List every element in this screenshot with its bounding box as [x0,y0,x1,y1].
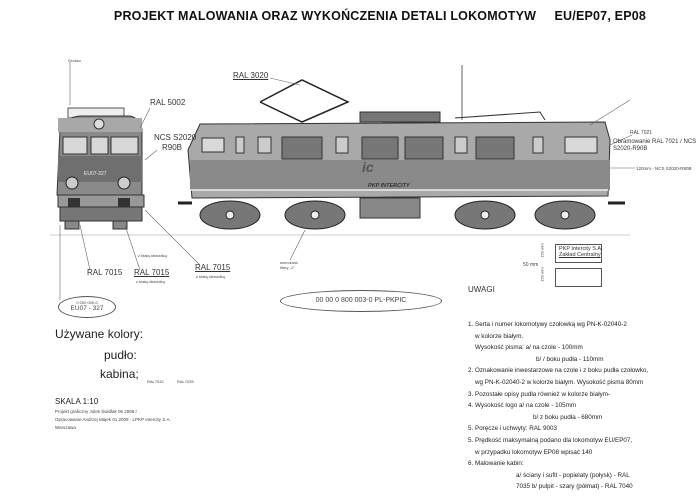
note-line: 5. Prędkość maksymalną podano dla lokomo… [468,436,633,444]
label-grosso: Grosso [68,58,81,63]
colors-body: pudło: [104,348,137,362]
label-letter-width: szerokość litery „1” [280,260,299,270]
front-oval-bottom: EU07 - 327 [70,305,104,312]
colors-cab: kabina; [100,367,139,381]
credits: Projekt graficzny Jolek Świdlak 06 2008 … [55,408,171,432]
note-line: 7035 b/ pulpit - szary (półmat) - RAL 70… [516,483,633,491]
title-text: PROJEKT MALOWANIA ORAZ WYKOŃCZENIA DETAL… [113,9,537,23]
label-ncs-s2020: NCS S2020 [154,133,197,142]
note-line: 5. Poręcze i uchwyty: RAL 9003 [468,425,558,433]
title-models: EU/EP07, EP08 [554,9,647,23]
side-number-oval: 00 00 0 800 003-0 PL-PKPIC [280,290,442,312]
credit-line: Projekt graficzny Jolek Świdlak 06 2008 … [55,409,138,414]
label-120mm: 120mm - NCS S2020-R80B [636,166,692,171]
front-number-oval: 0 000 000-0 EU07 - 327 [58,296,116,318]
plate-line-1: PKP Intercity S.A. [559,246,603,252]
note-line: 2. Oznakowanie inwestarzowe na czole i z… [468,367,649,375]
label-ral-7015-c-note: z białą obwódką [196,274,225,279]
page-title: PROJEKT MALOWANIA ORAZ WYKOŃCZENIA DETAL… [0,9,700,23]
notes-list: 1. Serta i numer lokomotywy czołowką wg … [468,319,648,493]
note-line: a/ ściany i sufit - popielaty (połysk) -… [516,471,630,479]
plate-line-2: Zakład Centralny [559,252,601,258]
credit-line: Warszawa [55,425,76,430]
note-line: Wysokość pisma: a/ na czole - 100mm [475,344,583,352]
label-ral-5002: RAL 5002 [150,98,186,107]
label-right-note: Obramowanie RAL 7021 / NCS S2020-R90B [613,139,697,152]
note-line: b/ / boku pudła - 110mm [536,355,604,363]
note-line: 1. Serta i numer lokomotywy czołowką wg … [468,321,627,328]
note-line: b/ z boku pudła - 680mm [533,413,603,421]
label-ral-7015-b: RAL 7015 [134,268,170,277]
side-logo: PKP INTERCITY [368,183,411,189]
colors-heading: Używane kolory: [55,327,144,341]
front-number: EU07-327 [84,171,107,177]
label-ral-7015-b-note: z białą obwódką [136,279,165,284]
plate-box-empty [555,268,602,287]
label-white-outline: z białą obwódką [138,253,167,258]
plate-box: PKP Intercity S.A. Zakład Centralny [555,244,603,263]
label-ral-7015-c: RAL 7015 [195,263,231,272]
note-line: w kolorze białym. [475,332,524,340]
note-line: 3. Pozostałe opisy pudła również w kolor… [468,390,611,398]
front-view-locomotive: EU07-327 [56,107,145,230]
front-oval-top: 0 000 000-0 [76,300,98,305]
label-uwagi: UWAGI [468,285,495,294]
side-view-locomotive: ic PKP INTERCITY [178,65,625,230]
cab-swatch-1: RAL7032 [147,379,164,384]
cab-swatch-2: RAL7035 [177,379,194,384]
note-line: 6. Malowanie kabin: [468,460,524,468]
label-ral-7015-a: RAL 7015 [87,268,123,277]
dim-150b: 150 mm [539,267,545,282]
scale: SKALA 1:10 [55,397,99,406]
label-ncs-r90b: R90B [162,143,183,152]
dim-50: 50 mm [523,262,539,268]
dim-150a: 150 mm [539,243,545,258]
label-ral-3020: RAL 3020 [233,71,269,80]
note-line: 4. Wysokość logo a/ na czole - 105mm [468,402,577,410]
credit-line: Opracowanie Andrzej Majek 01 2009 - LPKP… [55,417,171,422]
note-line: w przypadku lokomotyw EP08 wpisać 140 [475,448,593,456]
svg-text:ic: ic [362,159,374,175]
label-ral-7021: RAL 7021 [630,130,653,136]
note-line: wg PN-K-02040-2 w kolorze białym. Wysoko… [475,378,644,386]
